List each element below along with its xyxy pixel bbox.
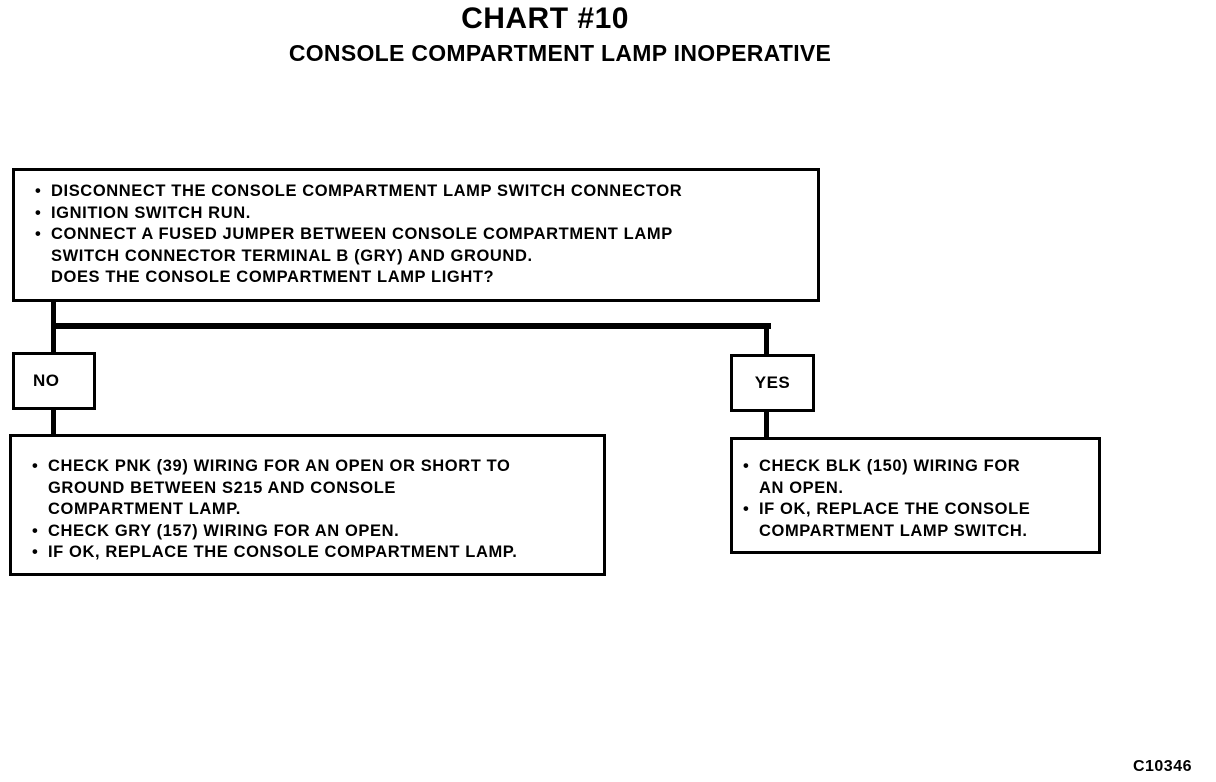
connector-yes-down [764, 323, 769, 356]
connector-yes-to-action [764, 410, 769, 439]
chart-title: CHART #10 [461, 2, 629, 35]
connector-horizontal [51, 323, 771, 329]
yes-label-text: YES [754, 373, 791, 392]
no-action-step: IF OK, REPLACE THE CONSOLE COMPARTMENT L… [32, 542, 603, 564]
no-action-box: CHECK PNK (39) WIRING FOR AN OPEN OR SHO… [9, 434, 606, 576]
chart-subtitle: CONSOLE COMPARTMENT LAMP INOPERATIVE [288, 40, 832, 66]
yes-action-step: IF OK, REPLACE THE CONSOLE [743, 499, 1098, 521]
no-branch-label: NO [12, 352, 96, 410]
no-action-step: CHECK PNK (39) WIRING FOR AN OPEN OR SHO… [32, 456, 603, 478]
question-box: DISCONNECT THE CONSOLE COMPARTMENT LAMP … [12, 168, 820, 302]
no-action-continuation: GROUND BETWEEN S215 AND CONSOLE [48, 478, 397, 497]
question-step: DISCONNECT THE CONSOLE COMPARTMENT LAMP … [35, 181, 817, 203]
yes-action-box: CHECK BLK (150) WIRING FOR AN OPEN. IF O… [730, 437, 1101, 554]
no-action-step: CHECK GRY (157) WIRING FOR AN OPEN. [32, 521, 603, 543]
question-step: CONNECT A FUSED JUMPER BETWEEN CONSOLE C… [35, 224, 817, 246]
yes-branch-label: YES [730, 354, 815, 412]
question-step: IGNITION SWITCH RUN. [35, 203, 817, 225]
connector-no-to-action [51, 408, 56, 436]
question-text: DOES THE CONSOLE COMPARTMENT LAMP LIGHT? [51, 268, 495, 286]
yes-action-continuation: COMPARTMENT LAMP SWITCH. [759, 521, 1028, 540]
yes-action-continuation: AN OPEN. [759, 478, 844, 497]
yes-action-step: CHECK BLK (150) WIRING FOR [743, 456, 1098, 478]
no-action-continuation: COMPARTMENT LAMP. [48, 500, 241, 518]
no-label-text: NO [33, 371, 60, 390]
question-step-continuation: SWITCH CONNECTOR TERMINAL B (GRY) AND GR… [51, 246, 533, 265]
figure-code: C10346 [1132, 758, 1192, 775]
